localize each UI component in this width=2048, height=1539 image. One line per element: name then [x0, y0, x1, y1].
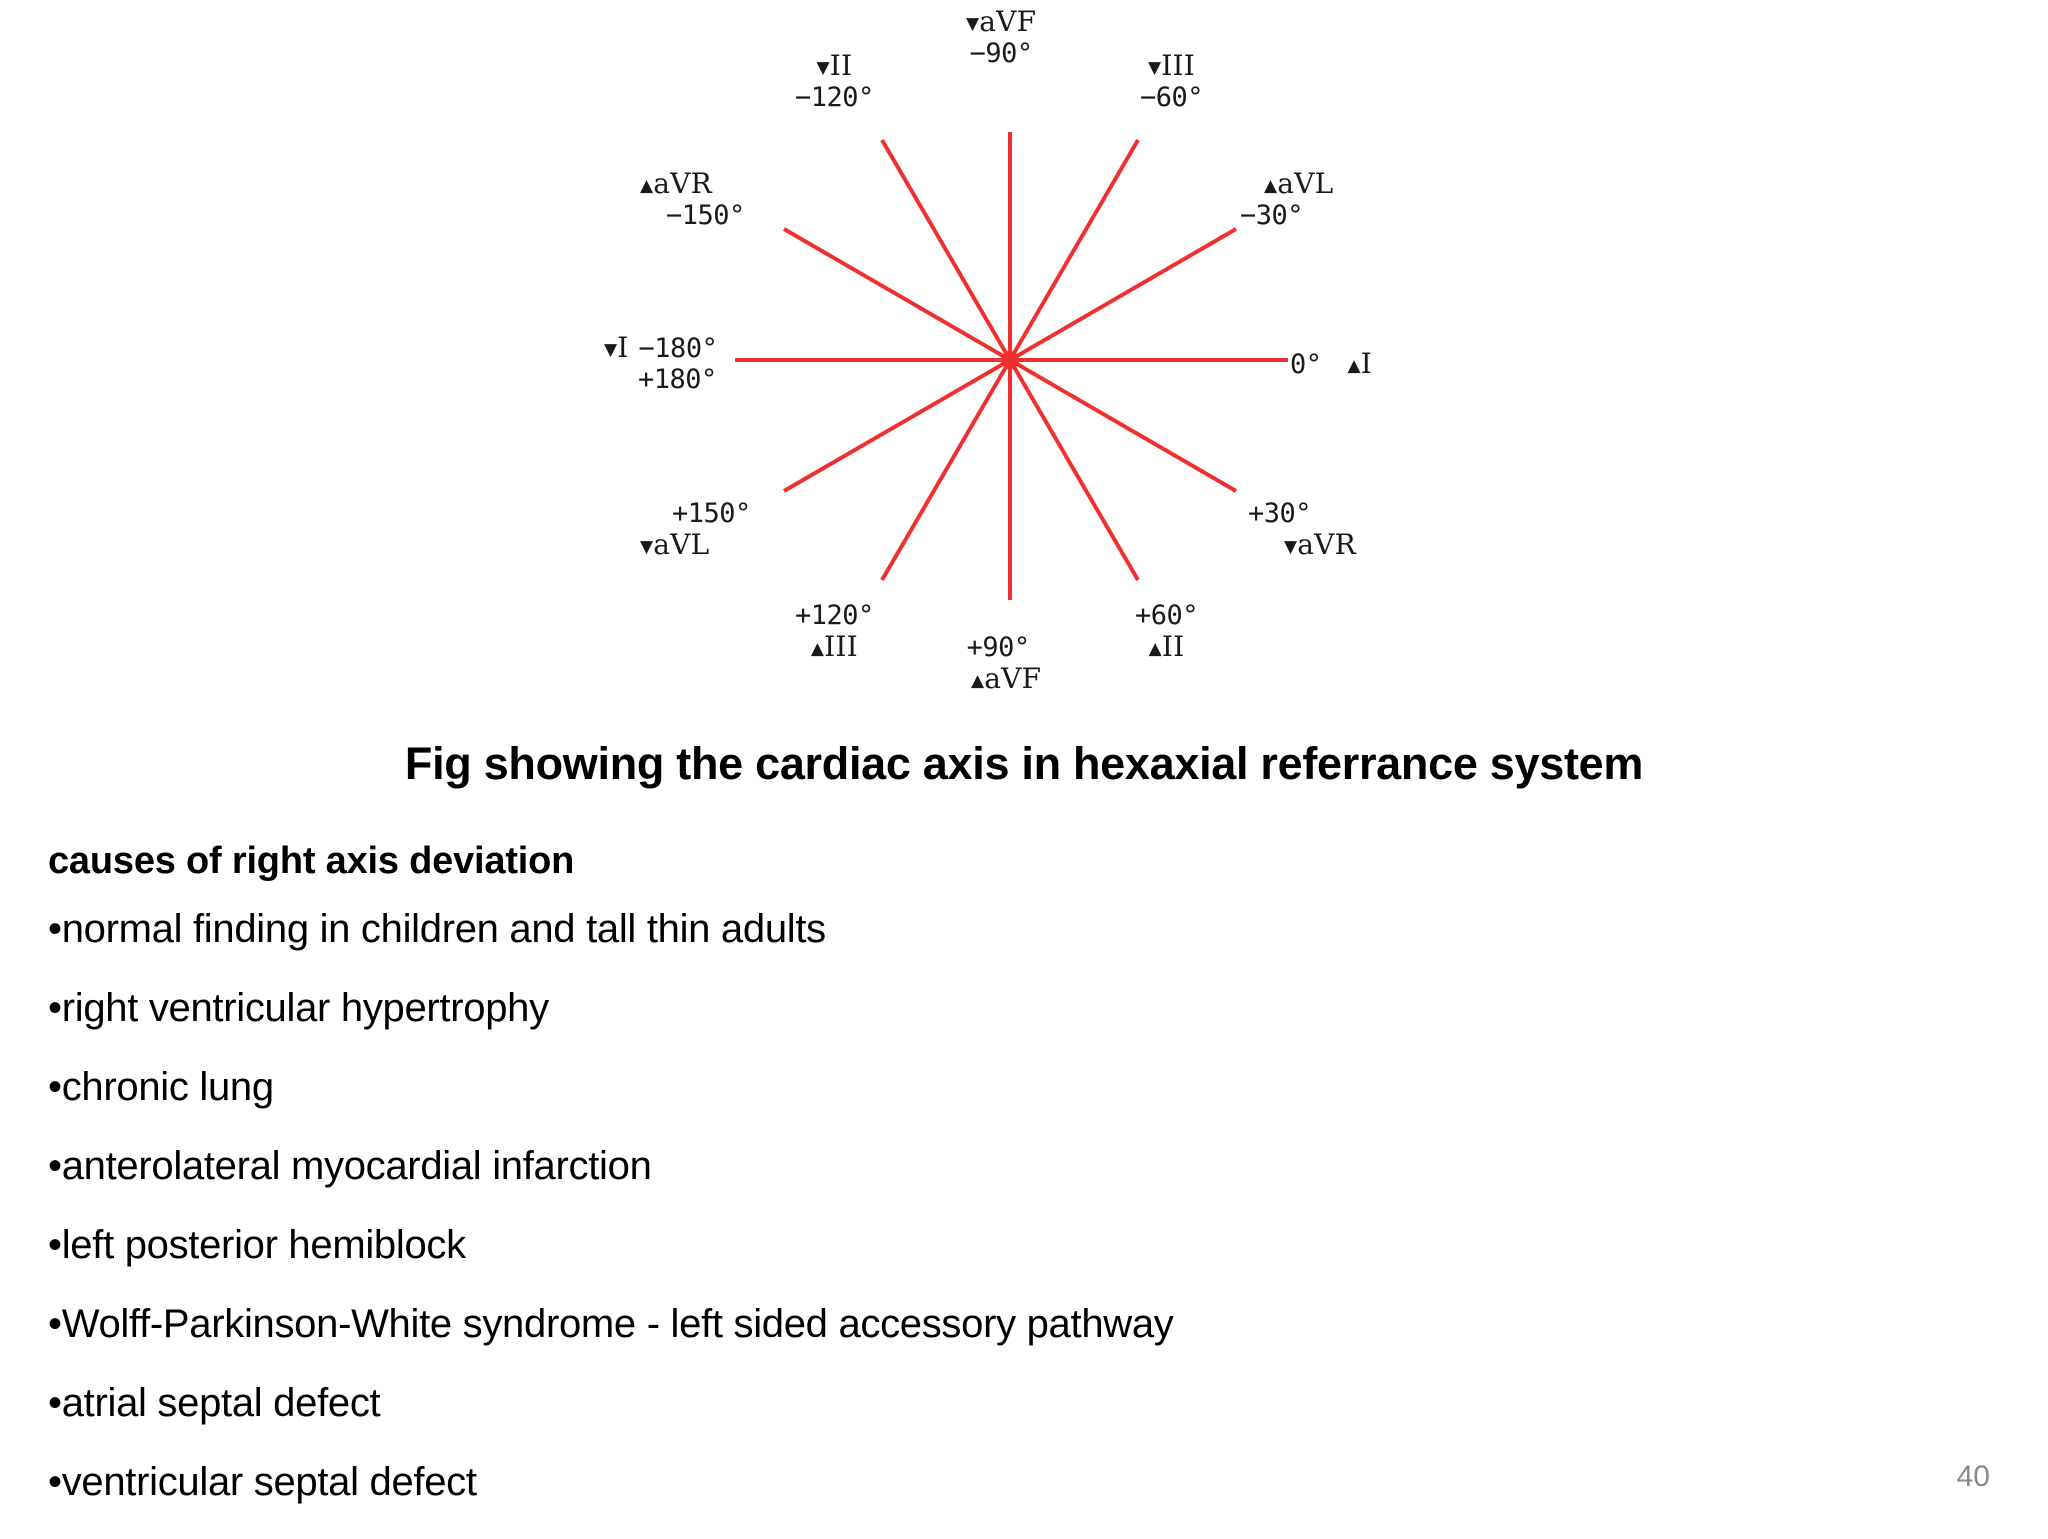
hexaxial-rays-svg	[735, 132, 1288, 600]
triangle-down-icon: ▼	[640, 536, 654, 557]
bullet-icon: •	[48, 907, 62, 951]
list-item: •atrial septal defect	[48, 1381, 1948, 1426]
triangle-up-icon: ▲	[1148, 638, 1162, 659]
axis-label-avr-pos30: +30° ▼aVR	[1248, 498, 1356, 562]
lead-name: III	[824, 630, 858, 664]
triangle-up-icon: ▲	[640, 175, 654, 196]
bullet-icon: •	[48, 1460, 62, 1504]
list-item-text: Wolff-Parkinson-White syndrome - left si…	[61, 1302, 1174, 1346]
hexaxial-diagram: ▼aVF −90° ▼II −120° ▼III −60° ▲aVR −150°…	[0, 0, 2048, 720]
ray-neg150	[782, 227, 1012, 362]
bullet-icon: •	[48, 986, 62, 1030]
angle-value: +150°	[672, 498, 751, 529]
axis-label-iii-neg60: ▼III −60°	[1140, 49, 1204, 114]
triangle-up-icon: ▲	[1264, 175, 1278, 196]
triangle-down-icon: ▼	[816, 57, 830, 78]
lead-name: aVR	[1297, 528, 1356, 562]
list-item: •normal finding in children and tall thi…	[48, 907, 1948, 952]
lead-name: aVL	[653, 528, 710, 562]
list-item: •Wolff-Parkinson-White syndrome - left s…	[48, 1302, 1948, 1347]
axis-label-avf-neg90: ▼aVF −90°	[966, 5, 1037, 70]
angle-value: −30°	[1240, 200, 1304, 232]
angle-value: +120°	[795, 600, 874, 631]
axis-label-i-180: ▼I −180° +180°	[604, 331, 718, 396]
lead-name: III	[1161, 49, 1196, 82]
list-item: •ventricular septal defect	[48, 1460, 1948, 1505]
list-heading: causes of right axis deviation	[48, 840, 575, 882]
angle-value: −60°	[1140, 82, 1204, 114]
list-item-text: right ventricular hypertrophy	[61, 986, 549, 1030]
bullet-icon: •	[48, 1065, 62, 1109]
angle-value: 0°	[1290, 349, 1322, 380]
ray-neg30	[1008, 227, 1238, 362]
axis-label-ii-neg120: ▼II −120°	[795, 49, 874, 114]
bullet-icon: •	[48, 1302, 62, 1346]
angle-value: −120°	[795, 82, 874, 114]
lead-name: aVR	[653, 167, 712, 200]
bullet-icon: •	[48, 1144, 62, 1188]
axis-label-avl-neg30: ▲aVL −30°	[1240, 167, 1334, 232]
triangle-down-icon: ▼	[604, 339, 618, 360]
angle-value: +90°	[966, 632, 1031, 663]
lead-name: aVL	[1277, 167, 1334, 200]
list-item: •left posterior hemiblock	[48, 1223, 1948, 1268]
triangle-up-icon: ▲	[810, 638, 825, 659]
lead-name: I	[617, 331, 629, 364]
bullet-icon: •	[48, 1223, 62, 1267]
ray-pos60	[1008, 358, 1140, 582]
ray-pos30	[1008, 358, 1238, 493]
axis-label-avr-neg150: ▲aVR −150°	[640, 167, 745, 232]
axis-label-iii-pos120: +120° ▲III	[795, 600, 874, 664]
ray-pos120	[880, 358, 1012, 582]
angle-value: −180°	[638, 333, 718, 364]
page-number: 40	[1956, 1460, 1990, 1493]
list-item-text: ventricular septal defect	[61, 1460, 477, 1504]
angle-value: +30°	[1248, 498, 1312, 529]
list-item: •right ventricular hypertrophy	[48, 986, 1948, 1031]
list-item: •chronic lung	[48, 1065, 1948, 1110]
center-dot	[1001, 351, 1019, 369]
lead-name: II	[1161, 630, 1185, 664]
figure-caption: Fig showing the cardiac axis in hexaxial…	[404, 738, 1644, 789]
list-item-text: atrial septal defect	[61, 1381, 381, 1425]
triangle-down-icon: ▼	[966, 13, 980, 34]
angle-value: −150°	[666, 200, 745, 232]
list-item-text: chronic lung	[61, 1065, 274, 1109]
axis-label-avf-pos90: +90° ▲aVF	[955, 632, 1041, 696]
angle-value: +60°	[1135, 600, 1199, 631]
lead-name: aVF	[979, 5, 1037, 38]
triangle-up-icon: ▲	[1347, 355, 1361, 376]
list-item-text: left posterior hemiblock	[61, 1223, 466, 1267]
triangle-down-icon: ▼	[1147, 57, 1162, 78]
lead-name: aVF	[984, 662, 1042, 696]
triangle-up-icon: ▲	[971, 670, 985, 691]
list-item-text: anterolateral myocardial infarction	[61, 1144, 652, 1188]
list-item-text: normal finding in children and tall thin…	[61, 907, 826, 951]
axis-label-ii-pos60: +60° ▲II	[1135, 600, 1199, 664]
axis-label-i-zero: 0° ▲I	[1290, 347, 1373, 380]
triangle-down-icon: ▼	[1284, 536, 1298, 557]
list-item: •anterolateral myocardial infarction	[48, 1144, 1948, 1189]
bullet-icon: •	[48, 1381, 62, 1425]
ray-neg60	[1008, 138, 1140, 362]
lead-name: I	[1360, 347, 1373, 380]
causes-list: causes of right axis deviation •normal f…	[48, 840, 1948, 1539]
ray-neg120	[880, 138, 1012, 362]
angle-value: −90°	[969, 38, 1034, 70]
angle-value-alt: +180°	[638, 364, 717, 396]
ray-pos150	[782, 358, 1012, 493]
axis-label-avl-pos150: +150° ▼aVL	[640, 498, 751, 562]
lead-name: II	[829, 49, 853, 82]
